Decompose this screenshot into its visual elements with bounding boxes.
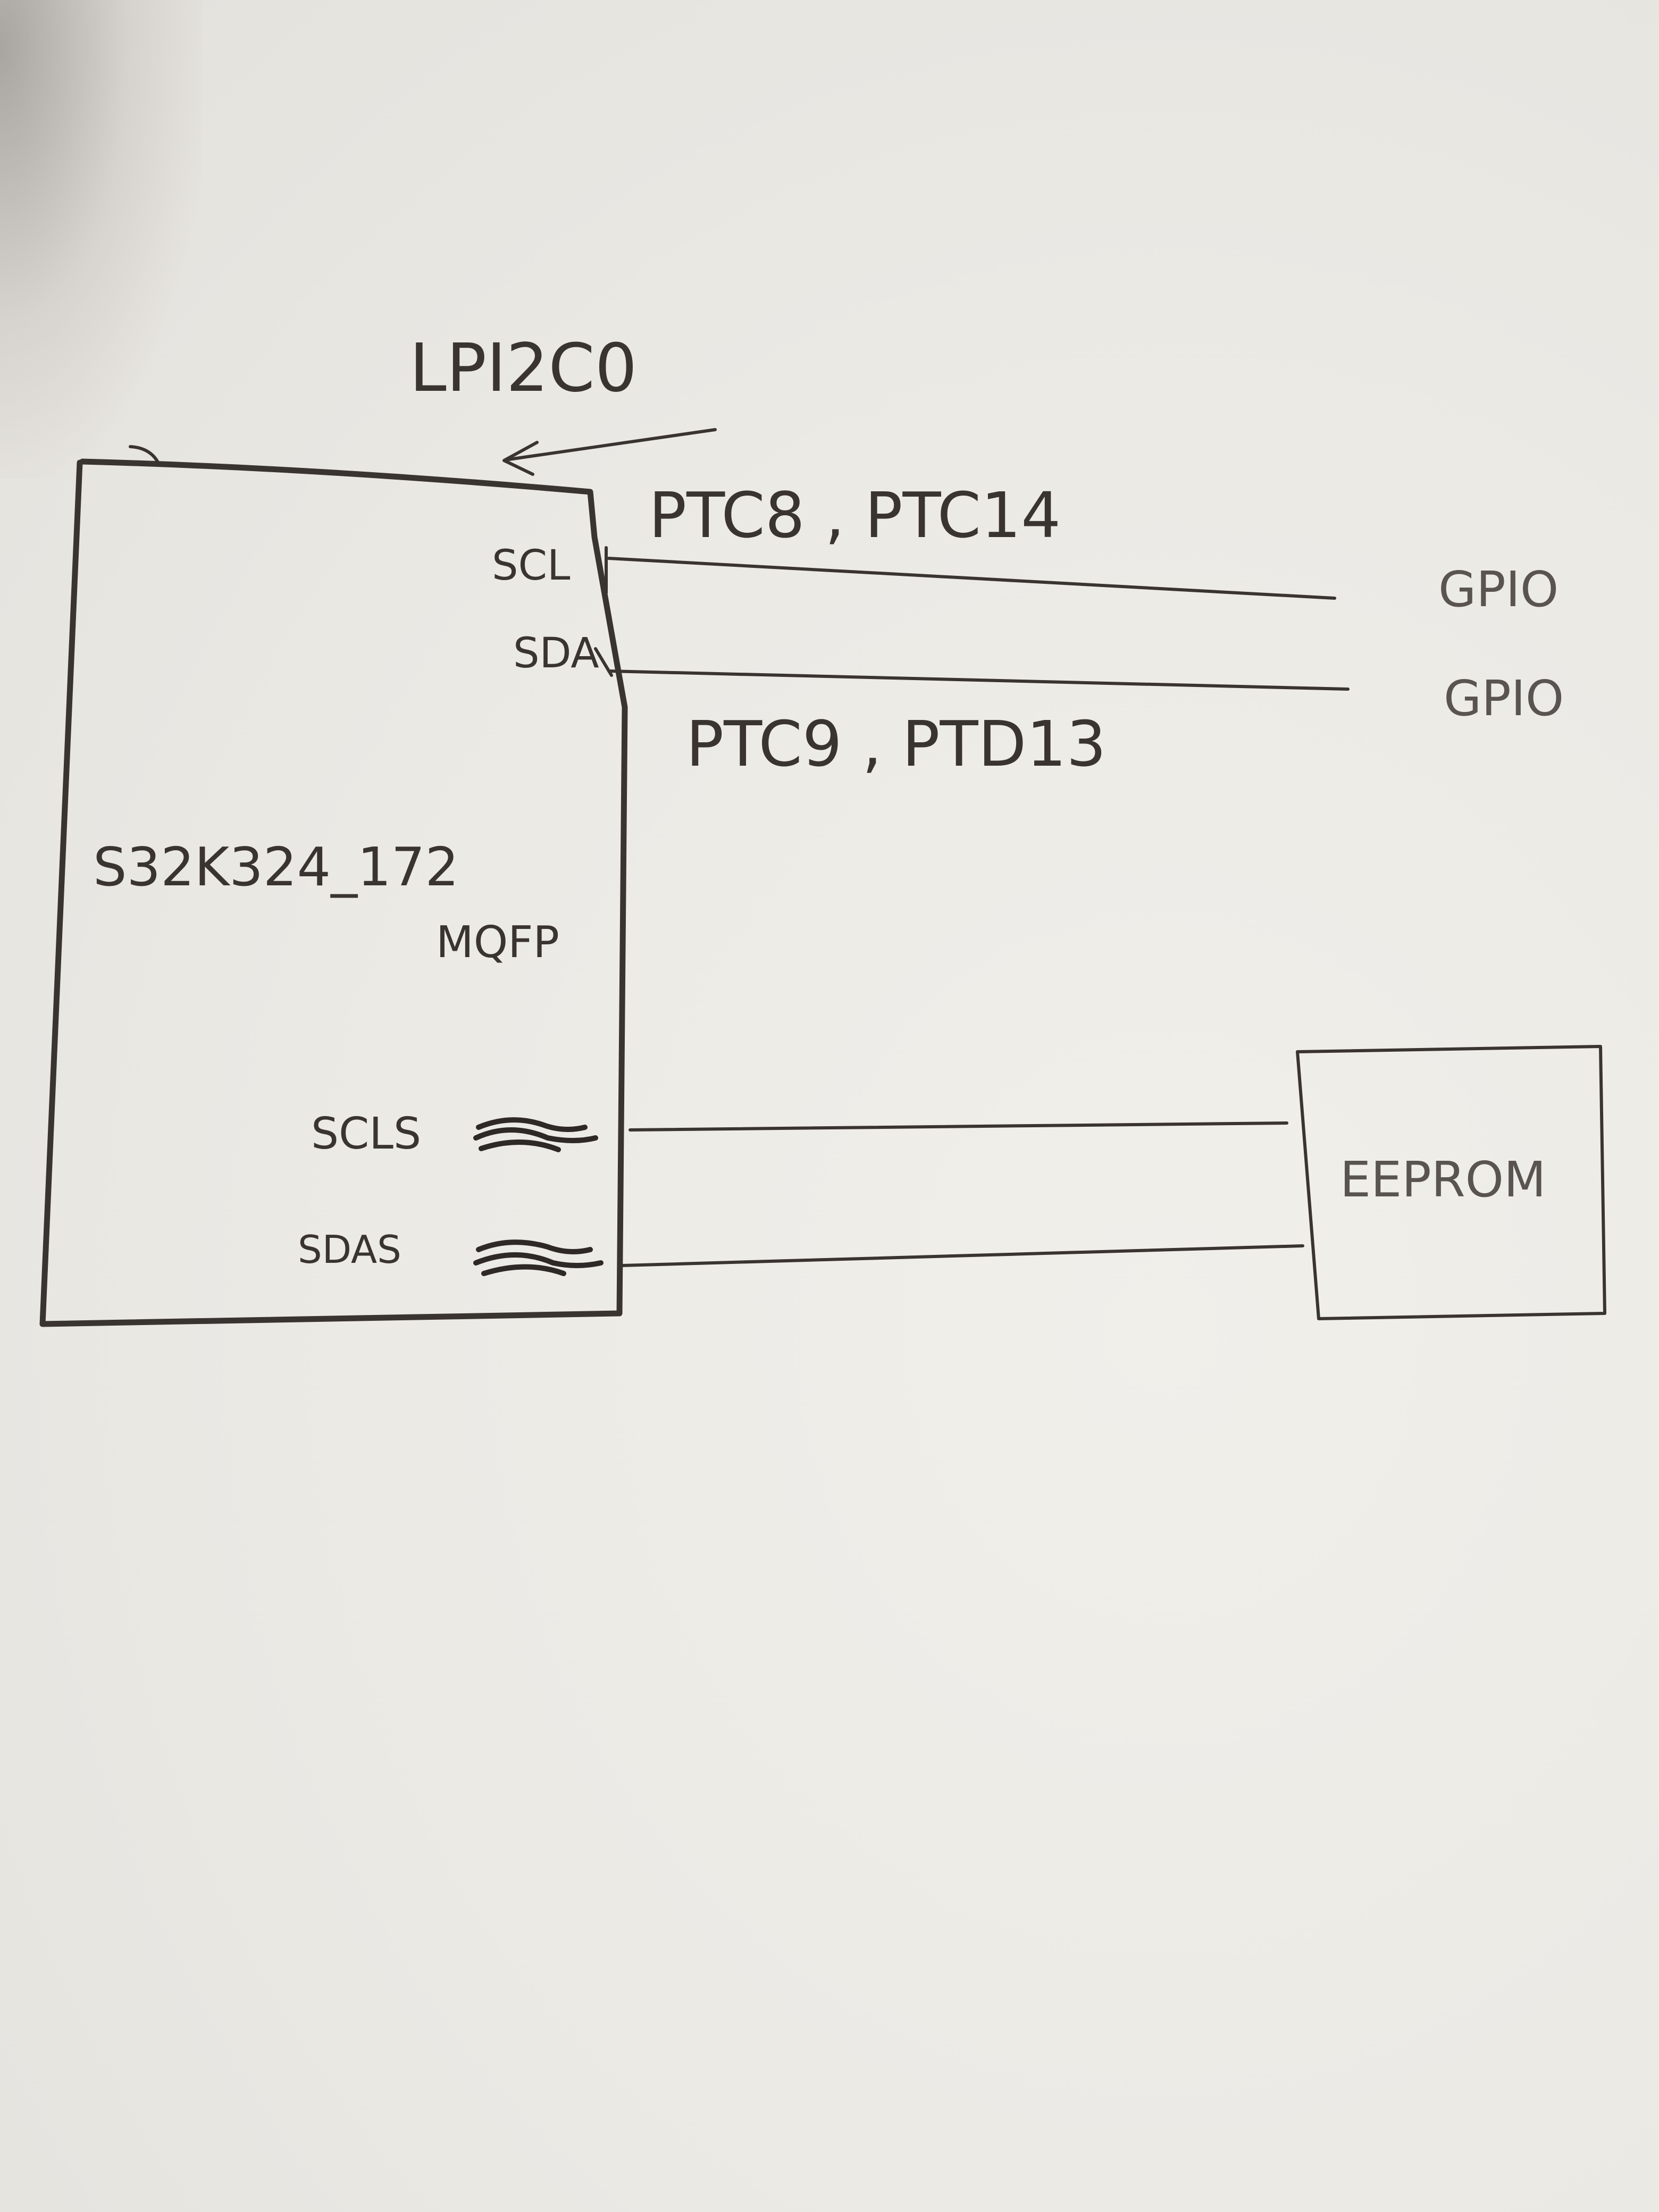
scl-target-gpio: GPIO bbox=[1438, 561, 1559, 618]
chip-name: S32K324_172 bbox=[93, 836, 459, 898]
chip-corner-mark bbox=[129, 445, 161, 467]
sda-pin-options: PTC9 , PTD13 bbox=[686, 707, 1107, 781]
eeprom-box bbox=[1296, 1045, 1606, 1320]
pin-scls-label: SCLS bbox=[311, 1109, 421, 1159]
eeprom-label: EEPROM bbox=[1340, 1151, 1546, 1208]
chip-package: MQFP bbox=[436, 917, 559, 968]
scl-pin-options: PTC8 , PTC14 bbox=[649, 479, 1061, 552]
scl-wire bbox=[607, 557, 1336, 600]
title-arrow-head bbox=[502, 441, 539, 476]
sda-wire bbox=[607, 669, 1350, 691]
scribbled-pin-label-1 bbox=[473, 1117, 598, 1152]
pin-sda-label: SDA bbox=[513, 630, 599, 677]
sdas-wire bbox=[621, 1244, 1304, 1267]
title-arrow-shaft bbox=[504, 428, 717, 462]
chip-body bbox=[39, 458, 628, 1327]
scls-wire bbox=[629, 1121, 1288, 1132]
sda-target-gpio: GPIO bbox=[1444, 670, 1564, 727]
pin-sdas-label: SDAS bbox=[298, 1227, 401, 1272]
pin-scl-label: SCL bbox=[492, 542, 571, 590]
bus-title: LPI2C0 bbox=[409, 330, 637, 407]
scribbled-pin-label-2 bbox=[473, 1239, 604, 1276]
